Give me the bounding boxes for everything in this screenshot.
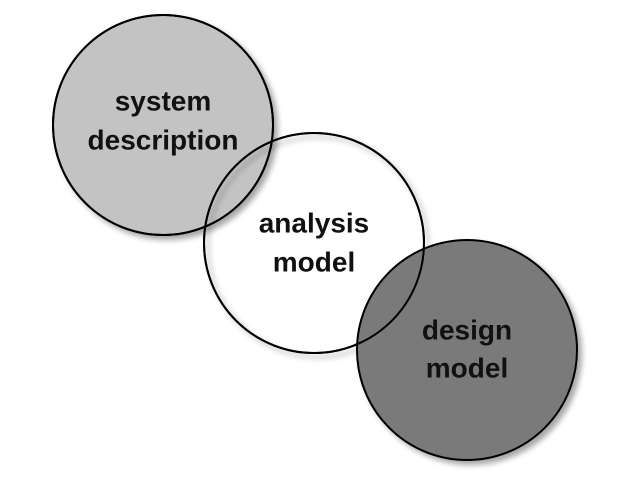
design-model-circle	[356, 239, 578, 461]
analysis-model-outline	[203, 132, 425, 354]
system-description-label-line2: description	[88, 124, 239, 155]
design-model-label-line2: model	[426, 352, 508, 383]
analysis-model-label-line2: model	[273, 246, 355, 277]
system-description-outline	[52, 14, 274, 236]
analysis-model-label-line1: analysis	[259, 207, 370, 238]
design-model-label-line1: design	[422, 314, 512, 345]
design-model-group	[356, 239, 578, 461]
system-description-label-line1: system	[115, 85, 212, 116]
